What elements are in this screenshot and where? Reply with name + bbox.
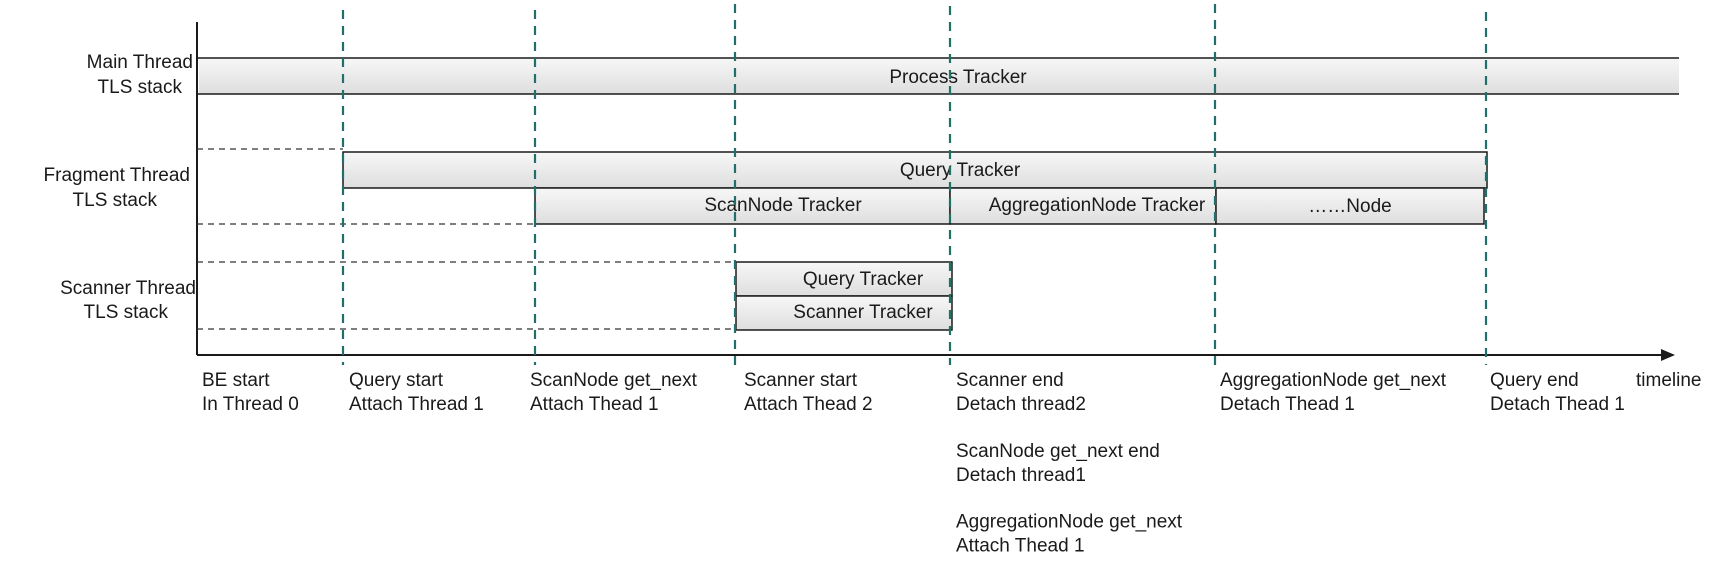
event-label-line: BE start (202, 370, 270, 391)
scanner-tracker-bar: Scanner Tracker (735, 295, 953, 331)
event-label-line: AggregationNode get_next (1220, 370, 1447, 391)
event-label-line: ScanNode get_next (530, 370, 698, 391)
other-node-tracker-label: ……Node (1308, 196, 1391, 217)
scanner-tracker-label: Scanner Tracker (793, 302, 933, 323)
lane-label-scanner: TLS stack (84, 302, 169, 323)
aggregationnode-tracker-label: AggregationNode Tracker (989, 195, 1206, 216)
aggregationnode-tracker-bar: AggregationNode Tracker (949, 187, 1217, 225)
event-label-line: Detach Thead 1 (1490, 394, 1625, 415)
event-label-line: AggregationNode get_next (956, 512, 1183, 533)
scanner-query-tracker-label: Query Tracker (803, 269, 924, 290)
event-label-line: Scanner start (744, 370, 858, 391)
event-label-line: Query start (349, 370, 444, 391)
event-label-line: Query end (1490, 370, 1579, 391)
event-label-line: Attach Thead 1 (956, 536, 1085, 557)
lane-label-fragment: TLS stack (73, 190, 158, 211)
event-label-line: Attach Thead 2 (744, 394, 873, 415)
lane-label-scanner: Scanner Thread (60, 278, 196, 299)
scanner-query-tracker-bar: Query Tracker (735, 261, 953, 297)
scannode-tracker-bar: ScanNode Tracker (534, 187, 951, 225)
event-label-line: Attach Thead 1 (530, 394, 659, 415)
event-label-line: Attach Thread 1 (349, 394, 484, 415)
timeline-label: timeline (1636, 370, 1701, 391)
event-markers (341, 4, 1488, 365)
lane-label-main: Main Thread (87, 52, 193, 73)
scannode-tracker-label: ScanNode Tracker (704, 195, 862, 216)
event-label-be-start: BE start In Thread 0 (202, 370, 299, 415)
query-tracker-bar: Query Tracker (342, 151, 1488, 189)
lane-label-main: TLS stack (98, 77, 183, 98)
process-tracker-bar: Process Tracker (197, 57, 1679, 95)
event-label-line: Detach Thead 1 (1220, 394, 1355, 415)
lane-labels: Main Thread TLS stack Fragment Thread TL… (44, 52, 196, 323)
event-label-line: Detach thread2 (956, 394, 1086, 415)
event-label-line: Scanner end (956, 370, 1064, 391)
event-label-line: Detach thread1 (956, 465, 1086, 486)
event-label-line: ScanNode get_next end (956, 441, 1160, 462)
query-tracker-label: Query Tracker (900, 160, 1021, 181)
process-tracker-label: Process Tracker (889, 67, 1027, 88)
other-node-tracker-bar: ……Node (1215, 187, 1485, 225)
lane-guides (197, 148, 736, 330)
lane-label-fragment: Fragment Thread (44, 165, 190, 186)
event-label-line: In Thread 0 (202, 394, 299, 415)
